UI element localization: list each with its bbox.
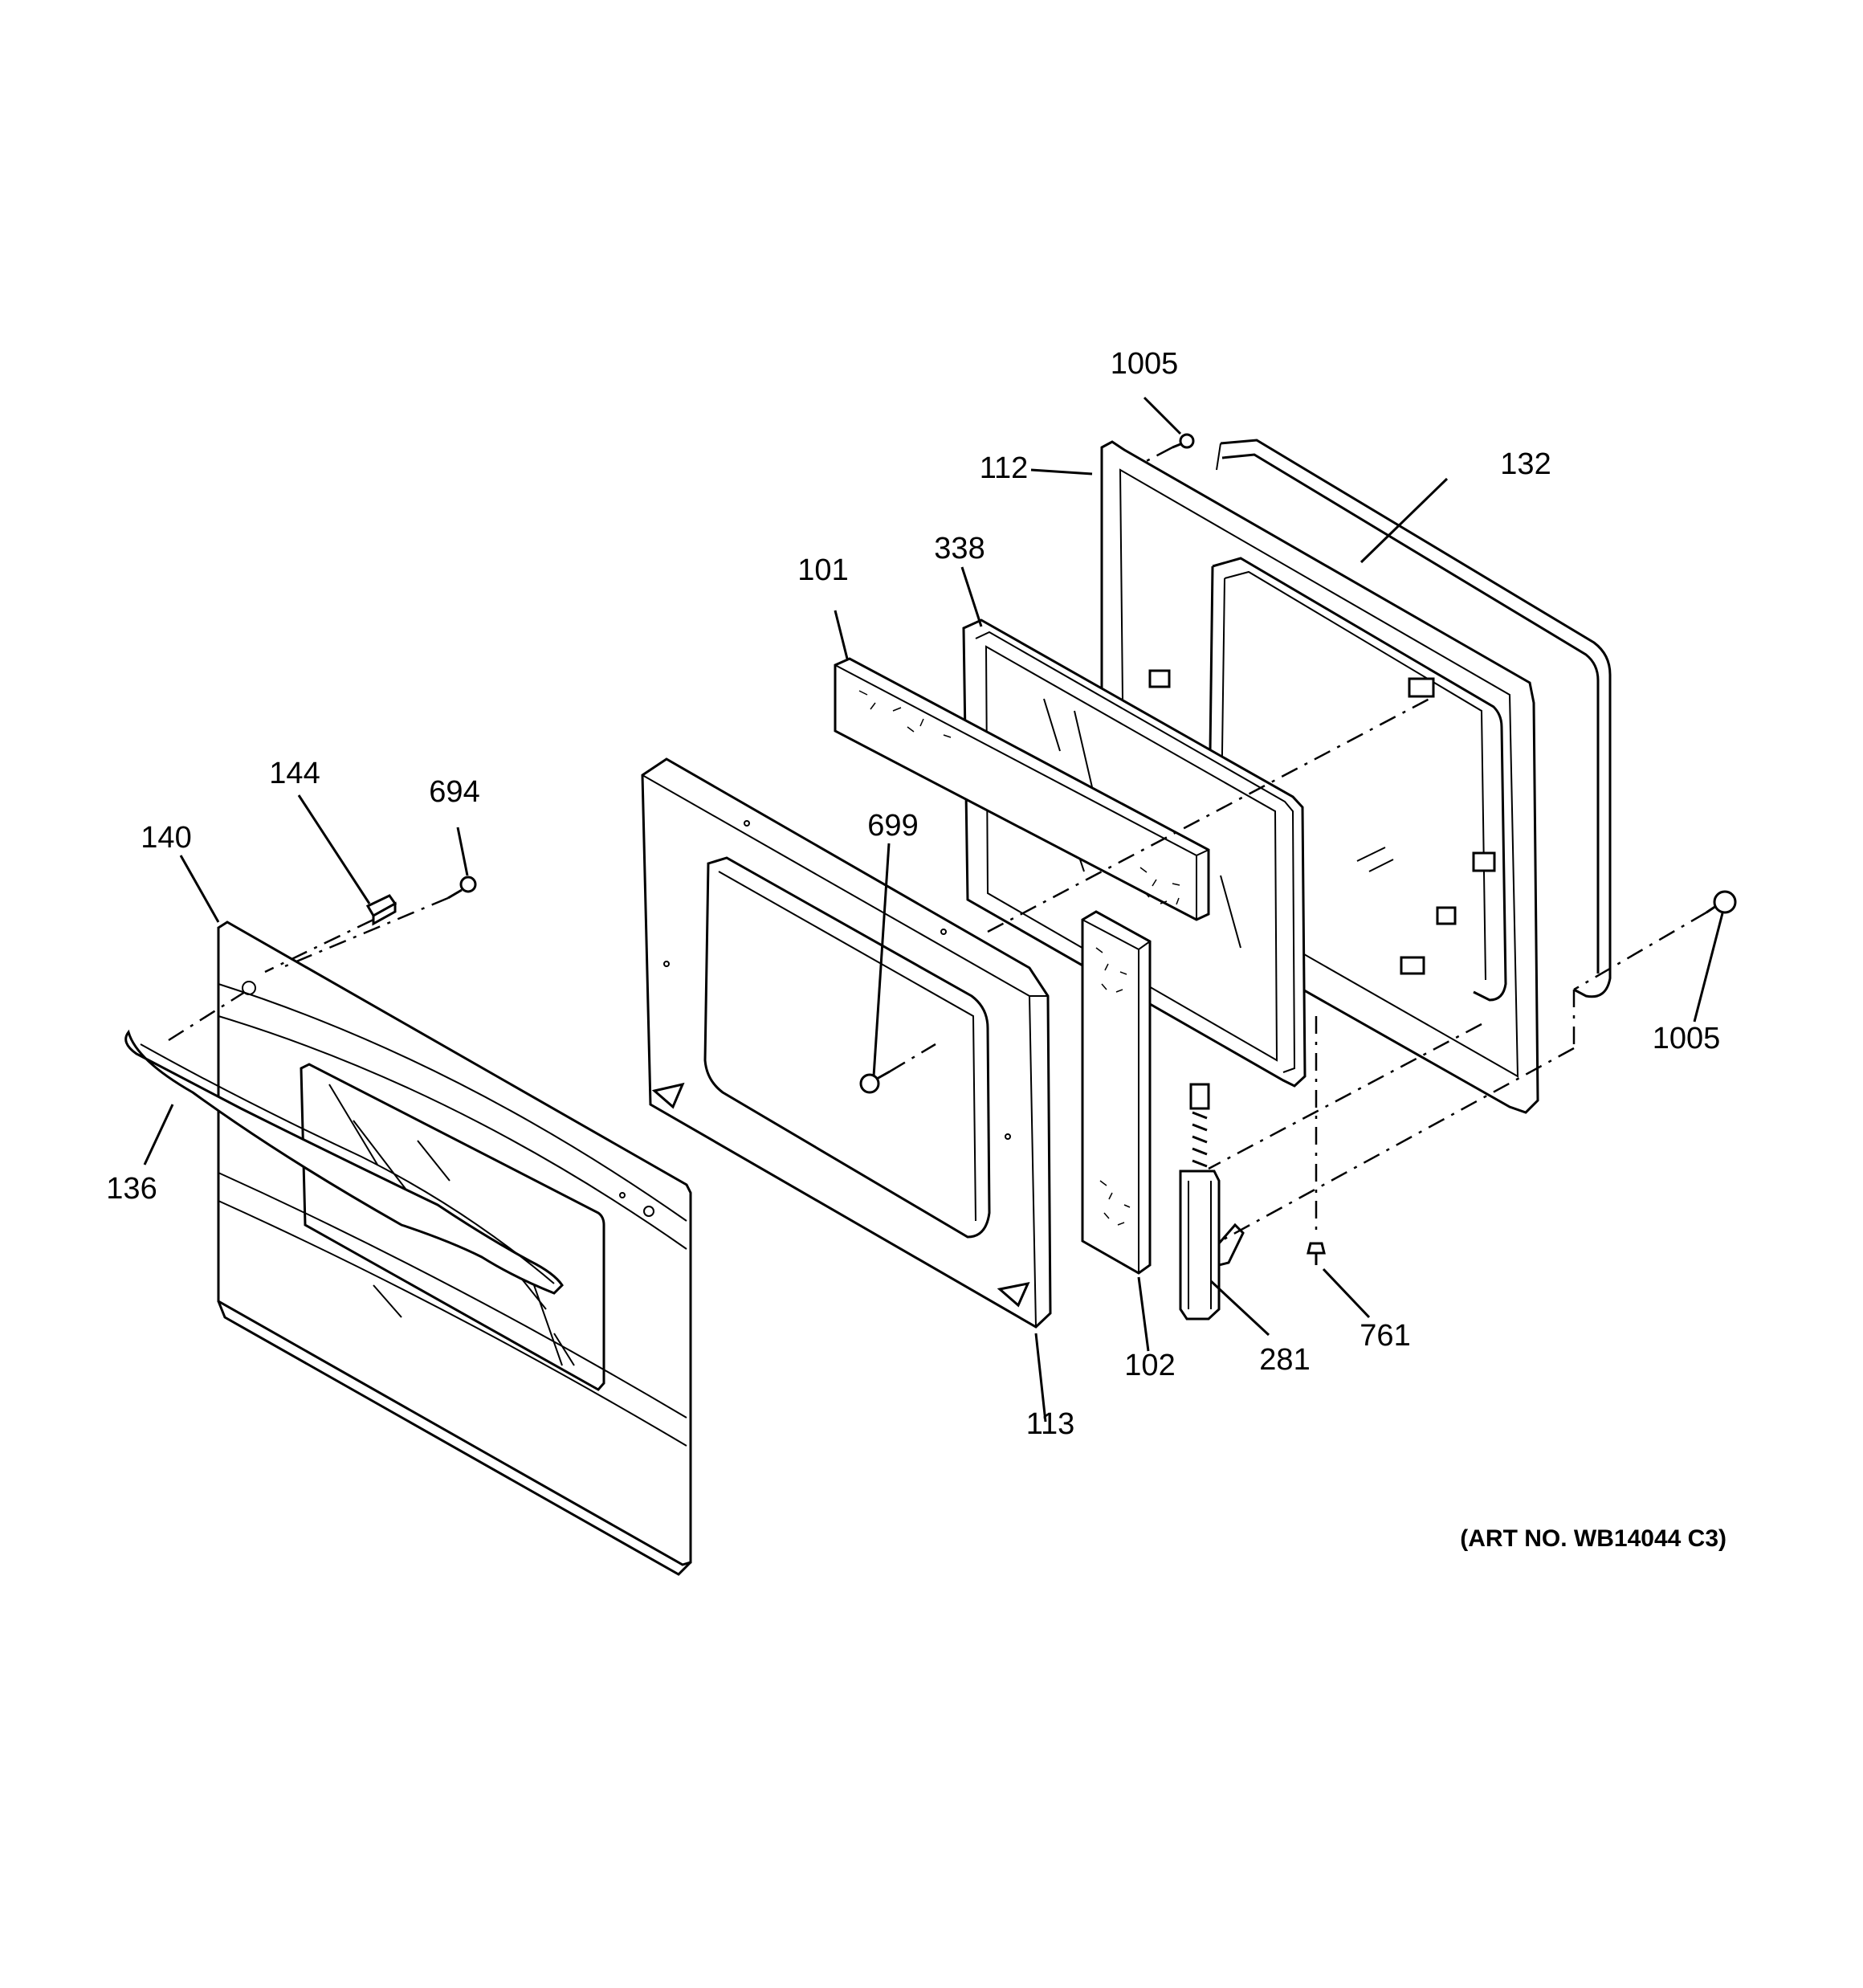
inner-door-panel-112 [1100, 440, 1539, 1114]
door-handle-136 [124, 1029, 564, 1295]
label-113: 113 [1026, 1407, 1075, 1441]
label-694: 694 [429, 775, 479, 809]
label-1005-top: 1005 [1111, 347, 1179, 381]
part-labels: 1005 112 132 338 101 699 144 694 140 136… [106, 347, 1720, 1441]
label-112: 112 [980, 451, 1029, 485]
screw-1005-right [1706, 890, 1737, 914]
outer-door-panel-140 [217, 921, 692, 1576]
label-136: 136 [106, 1172, 157, 1206]
screw-761 [1307, 1242, 1326, 1265]
label-132: 132 [1500, 447, 1551, 481]
leader-lines [143, 396, 1724, 1423]
screw-1005-top [1172, 433, 1195, 449]
insulation-strip-101 [834, 657, 1210, 921]
label-140: 140 [141, 821, 191, 855]
alignment-lines [168, 446, 1707, 1243]
screw-699 [859, 1070, 891, 1094]
label-101: 101 [797, 553, 848, 587]
art-number: (ART NO. WB14044 C3) [1460, 1525, 1726, 1552]
label-1005-right: 1005 [1653, 1022, 1721, 1055]
label-338: 338 [934, 532, 984, 565]
insulation-strip-102 [1081, 910, 1152, 1275]
door-gasket-132 [1216, 439, 1612, 998]
label-699: 699 [867, 809, 918, 843]
screw-694 [447, 876, 477, 900]
door-hinge-281 [1179, 1083, 1245, 1321]
label-761: 761 [1360, 1319, 1410, 1353]
label-102: 102 [1124, 1349, 1175, 1382]
label-281: 281 [1259, 1343, 1310, 1377]
standoff-144 [365, 894, 397, 926]
door-liner-frame-113 [641, 757, 1052, 1329]
label-144: 144 [269, 757, 320, 790]
